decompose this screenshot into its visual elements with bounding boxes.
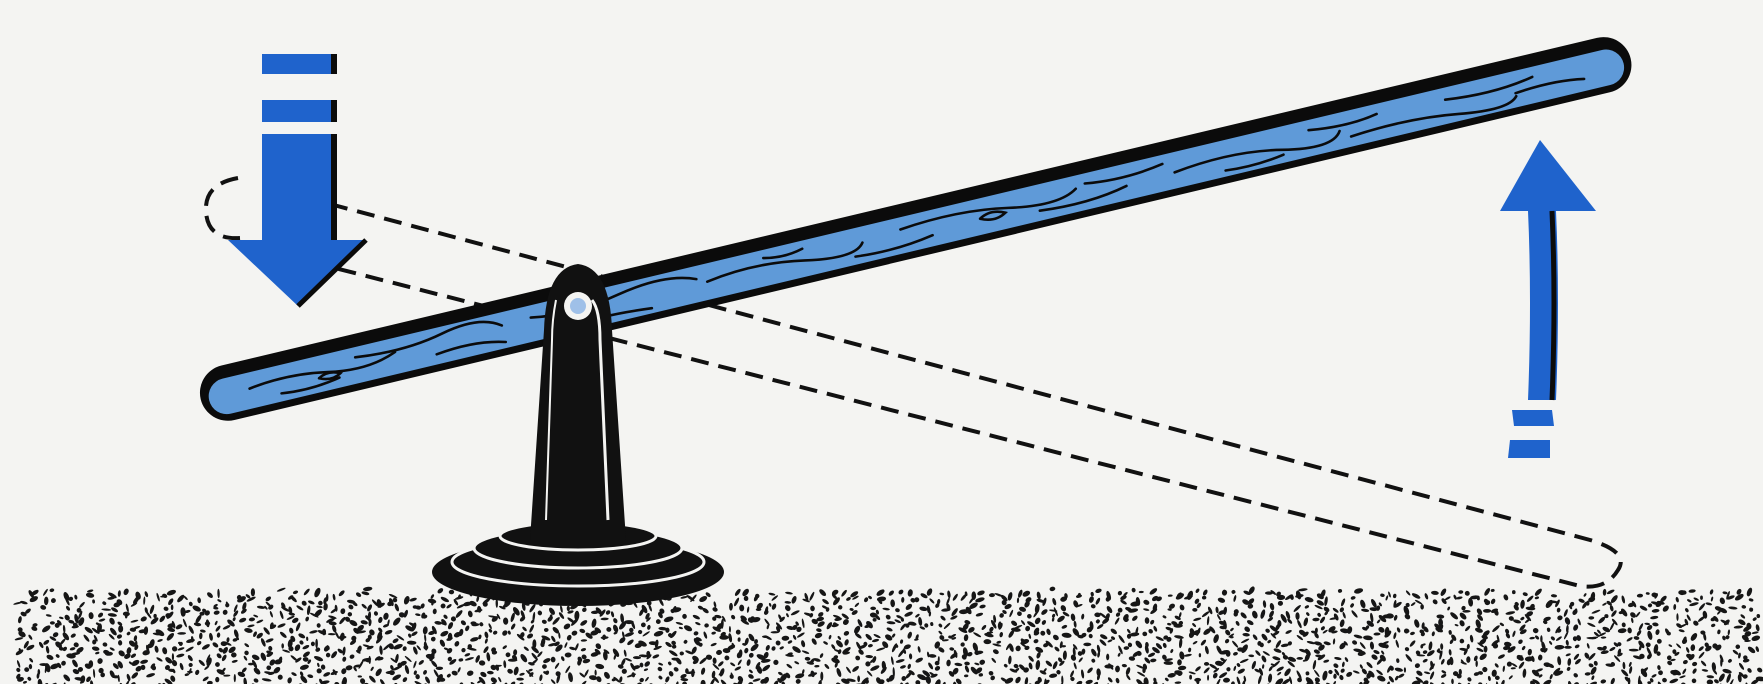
up-arrow-icon bbox=[1500, 140, 1596, 458]
seesaw-plank bbox=[194, 31, 1637, 426]
down-arrow-icon bbox=[228, 54, 366, 306]
ground bbox=[13, 585, 1763, 684]
